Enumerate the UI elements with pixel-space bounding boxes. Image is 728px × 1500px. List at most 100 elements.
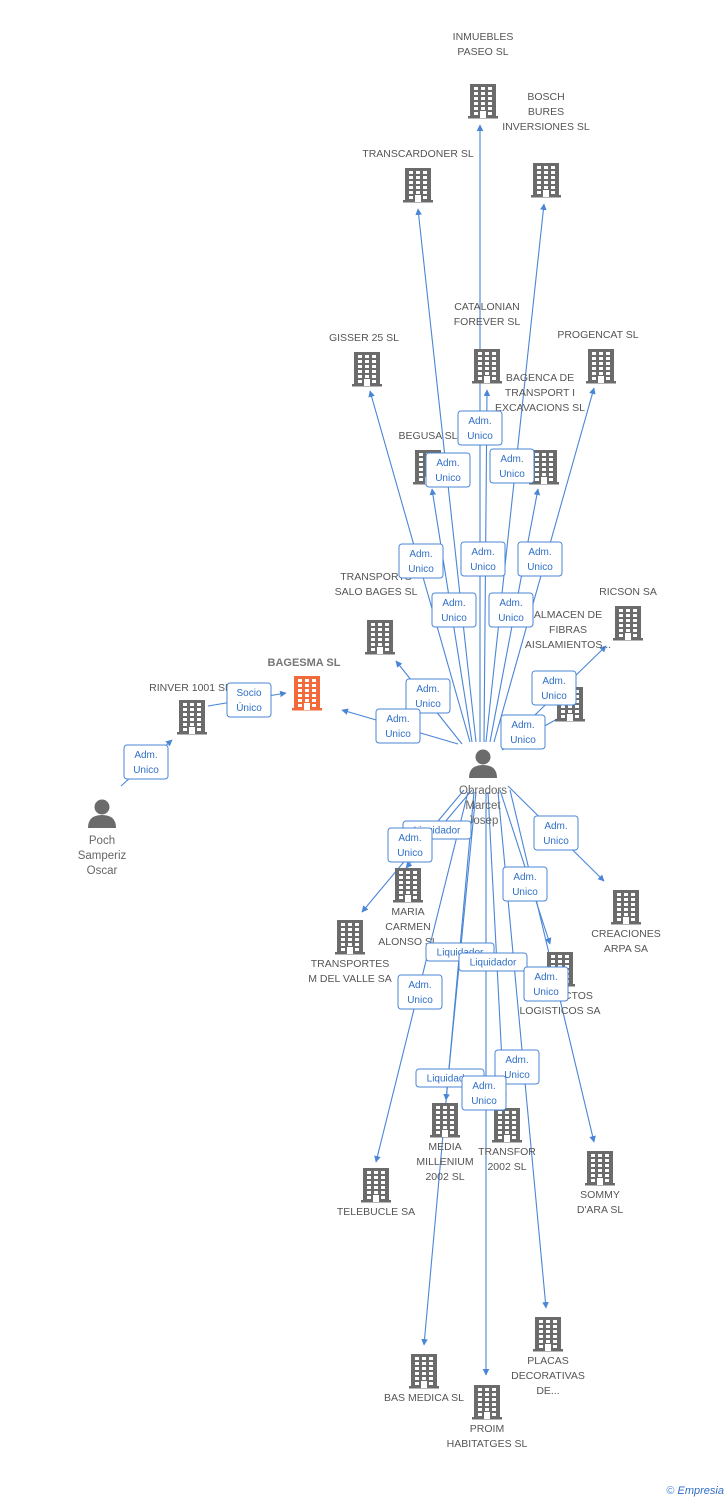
company-label: BEGUSA SL xyxy=(399,430,458,442)
relation-label-placas[interactable]: Adm.Unico xyxy=(494,1049,540,1085)
company-label: TRANSPORT I xyxy=(505,387,575,399)
company-label: TELEBUCLE SA xyxy=(337,1206,415,1218)
relation-box xyxy=(405,678,451,714)
relation-box xyxy=(457,410,503,446)
relation-label-creaciones[interactable]: Adm. Unico xyxy=(533,815,579,851)
relation-text: Adm. xyxy=(409,549,432,560)
relation-label-proyectos[interactable]: Adm.Unico xyxy=(502,866,548,902)
relation-box xyxy=(489,448,535,484)
relation-label-ricson[interactable]: Adm.Unico xyxy=(531,670,577,706)
building-icon xyxy=(352,352,382,387)
relation-box xyxy=(502,866,548,902)
company-label: RINVER 1001 SL xyxy=(149,682,231,694)
company-label: TRANSPORTS xyxy=(340,571,412,583)
company-label: HABITATGES SL xyxy=(447,1438,528,1450)
company-label: SOMMY xyxy=(580,1189,620,1201)
building-icon xyxy=(613,606,643,641)
company-label: AISLAMIENTOS... xyxy=(525,639,611,651)
relation-label-bosch[interactable]: Adm.Unico xyxy=(489,448,535,484)
company-label: FIBRAS xyxy=(549,624,587,636)
relation-text: Único xyxy=(236,701,262,714)
building-icon xyxy=(335,920,365,955)
company-node-telebucle[interactable]: TELEBUCLE SA xyxy=(337,1168,415,1218)
relation-label-almacen[interactable]: Adm.Unico xyxy=(500,714,546,750)
relation-box xyxy=(533,815,579,851)
company-node-proim[interactable]: PROIM HABITATGES SL xyxy=(447,1385,528,1450)
relation-text: Unico xyxy=(467,431,493,442)
relation-text: Unico xyxy=(408,564,434,575)
company-label: TRANSFOR xyxy=(478,1146,536,1158)
building-icon xyxy=(403,168,433,203)
edge-obradors-transfor xyxy=(487,791,507,1101)
relation-label-telebucle[interactable]: Adm.Unico xyxy=(397,974,443,1010)
company-label: RICSON SA xyxy=(599,586,657,598)
company-label: PROIM xyxy=(470,1423,504,1435)
building-icon xyxy=(361,1168,391,1203)
company-node-progencat[interactable]: PROGENCAT SL xyxy=(557,329,639,384)
relation-label-transports_salo[interactable]: Adm.Unico xyxy=(405,678,451,714)
relation-label-proim[interactable]: Adm.Unico xyxy=(461,1075,507,1111)
relation-text: Unico xyxy=(504,1070,530,1081)
building-icon xyxy=(409,1354,439,1389)
relation-text: Adm. xyxy=(528,547,551,558)
relation-box xyxy=(431,592,477,628)
company-label: 2002 SL xyxy=(425,1171,464,1183)
building-icon xyxy=(365,620,395,655)
company-node-bas[interactable]: BAS MEDICA SL xyxy=(384,1354,464,1404)
relation-label-bagesma[interactable]: Adm.Unico xyxy=(375,708,421,744)
empresia-logo: Empresia xyxy=(677,1485,724,1497)
relation-text: Adm. xyxy=(544,821,567,832)
relation-text: Unico xyxy=(533,987,559,998)
relation-label-catalonian[interactable]: Adm.Unico xyxy=(460,541,506,577)
relation-label-begusa[interactable]: Adm.Unico xyxy=(431,592,477,628)
company-node-bagesma[interactable]: BAGESMA SL xyxy=(268,657,341,711)
relation-text: Unico xyxy=(385,729,411,740)
relation-text: Adm. xyxy=(398,833,421,844)
relation-text: Adm. xyxy=(416,684,439,695)
relation-text: Adm. xyxy=(408,980,431,991)
relation-label-rinver[interactable]: Adm.Unico xyxy=(123,744,169,780)
company-label: CARMEN xyxy=(385,921,431,933)
relation-text: Unico xyxy=(543,836,569,847)
relation-box xyxy=(500,714,546,750)
company-label: PASEO SL xyxy=(457,46,508,58)
company-node-gisser[interactable]: GISSER 25 SL xyxy=(329,332,399,387)
relation-label-bagenca[interactable]: Adm.Unico xyxy=(488,592,534,628)
company-label: TRANSPORTES xyxy=(311,958,390,970)
empresia-credit[interactable]: © Empresia xyxy=(666,1485,724,1497)
company-label: BAGENCA DE xyxy=(506,372,574,384)
relation-label-inmuebles[interactable]: Adm.Unico xyxy=(457,410,503,446)
relation-label-transfor[interactable]: Liquidador xyxy=(458,952,528,972)
copyright-symbol: © xyxy=(666,1485,675,1497)
relation-box xyxy=(494,1049,540,1085)
building-icon xyxy=(292,676,322,711)
relation-text: Adm. xyxy=(471,547,494,558)
relation-label-gisser[interactable]: Adm. Unico xyxy=(398,543,444,579)
company-node-rinver[interactable]: RINVER 1001 SL xyxy=(149,682,231,735)
relation-box xyxy=(123,744,169,780)
relation-label-sommy[interactable]: Adm.Unico xyxy=(523,966,569,1002)
company-node-transcardoner[interactable]: TRANSCARDONER SL xyxy=(362,148,474,203)
building-icon xyxy=(531,163,561,198)
relation-label-transcardoner[interactable]: Adm.Unico xyxy=(425,452,471,488)
relation-label-transportes_m[interactable]: Adm.Unico xyxy=(387,827,433,863)
company-node-placas[interactable]: PLACASDECORATIVASDE... xyxy=(511,1317,585,1397)
company-node-ricson[interactable]: RICSON SA xyxy=(599,586,657,641)
relation-label-progencat[interactable]: Adm.Unico xyxy=(517,541,563,577)
company-label: PLACAS xyxy=(527,1355,568,1367)
relation-text: Adm. xyxy=(436,458,459,469)
